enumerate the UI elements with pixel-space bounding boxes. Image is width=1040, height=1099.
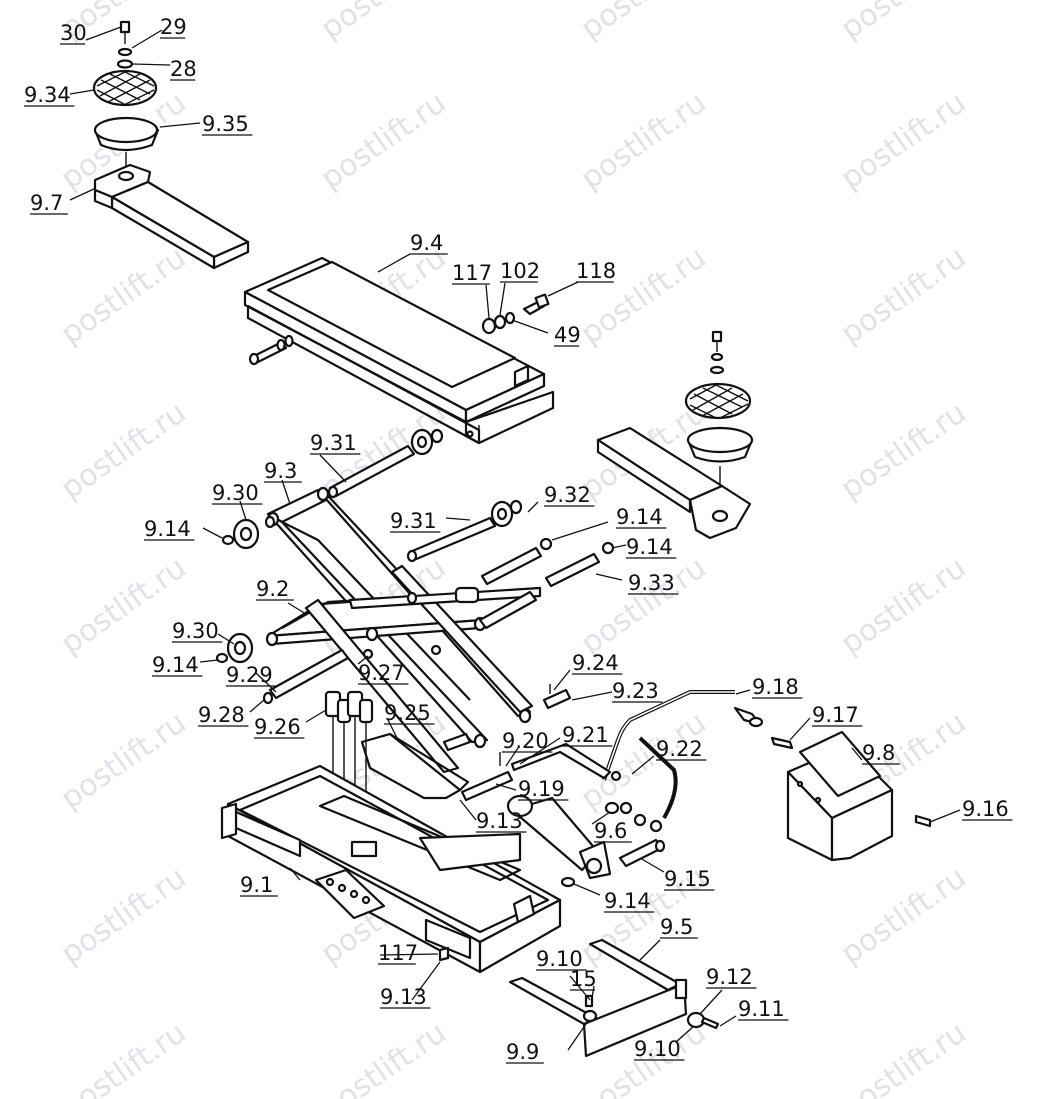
part-label: 30: [60, 21, 87, 45]
part-label: 9.14: [604, 889, 651, 913]
watermark-text: postlift.ru: [55, 860, 193, 971]
watermark-text: postlift.ru: [315, 85, 453, 196]
part-label: 9.16: [962, 797, 1009, 821]
part-label: 15: [570, 967, 597, 991]
part-label: 9.5: [660, 915, 693, 939]
watermark-text: postlift.ru: [575, 550, 713, 661]
part-label: 9.10: [634, 1037, 681, 1061]
part-label: 9.2: [256, 577, 289, 601]
base-frame: [220, 764, 562, 974]
leader-lines: [69, 26, 961, 1051]
part-label: 9.17: [812, 703, 859, 727]
part-label: 9.7: [30, 191, 63, 215]
watermark-text: postlift.ru: [575, 0, 713, 47]
part-label: 9.22: [656, 737, 703, 761]
part-label: 9.12: [706, 965, 753, 989]
watermark-text: postlift.ru: [55, 395, 193, 506]
watermark-text: postlift.ru: [55, 240, 193, 351]
watermark-text: postlift.ru: [835, 0, 973, 47]
part-label: 9.9: [506, 1040, 539, 1064]
part-label: 9.11: [738, 997, 785, 1021]
part-label: 9.24: [572, 651, 619, 675]
slide-frame: [508, 938, 720, 1058]
part-label: 9.26: [254, 715, 301, 739]
lever-assembly: [324, 690, 622, 900]
part-label: 9.15: [664, 867, 711, 891]
watermark-text: postlift.ru: [575, 85, 713, 196]
part-label: 9.33: [628, 571, 675, 595]
part-label: 9.27: [358, 661, 405, 685]
part-label: 9.30: [212, 481, 259, 505]
part-label: 9.35: [202, 112, 249, 136]
part-label: 9.28: [198, 703, 245, 727]
part-label: 9.4: [410, 231, 443, 255]
watermark-text: postlift.ru: [835, 85, 973, 196]
part-label: 29: [160, 15, 187, 39]
part-label: 9.13: [476, 809, 523, 833]
watermark-text: postlift.ru: [835, 395, 973, 506]
part-label: 9.21: [562, 723, 609, 747]
part-label: 49: [554, 323, 581, 347]
part-label: 9.14: [616, 505, 663, 529]
top-platform: [243, 256, 555, 445]
watermark-text: postlift.ru: [835, 860, 973, 971]
watermark-text: postlift.ru: [315, 0, 453, 47]
part-label: 9.18: [752, 675, 799, 699]
watermark-text: postlift.ru: [835, 240, 973, 351]
part-label: 9.3: [264, 459, 297, 483]
part-label: 9.31: [390, 509, 437, 533]
part-label: 9.19: [518, 777, 565, 801]
part-label: 9.14: [152, 653, 199, 677]
part-label: 9.14: [626, 535, 673, 559]
part-label: 9.34: [24, 83, 71, 107]
part-label: 102: [500, 259, 540, 283]
part-label: 9.6: [594, 819, 627, 843]
part-label: 117: [452, 261, 492, 285]
hydraulic-system: [602, 690, 932, 862]
watermark-text: postlift.ru: [835, 1015, 973, 1099]
saddle-arm-right: [596, 330, 754, 540]
part-label: 9.29: [226, 663, 273, 687]
part-label: 9.32: [544, 483, 591, 507]
part-label: 117: [378, 941, 418, 965]
scissor-frames: [215, 428, 615, 774]
watermark-text: postlift.ru: [315, 1015, 453, 1099]
part-label: 9.31: [310, 431, 357, 455]
watermark-text: postlift.ru: [55, 550, 193, 661]
saddle-arm-left: [92, 20, 250, 270]
hydraulic-cylinder: [506, 794, 666, 888]
part-label: 9.13: [380, 985, 427, 1009]
watermark-text: postlift.ru: [575, 240, 713, 351]
watermark-text: postlift.ru: [55, 705, 193, 816]
part-label: 9.23: [612, 679, 659, 703]
watermark-text: postlift.ru: [55, 1015, 193, 1099]
part-label: 9.10: [536, 947, 583, 971]
part-label: 28: [170, 57, 197, 81]
part-label: 9.1: [240, 873, 273, 897]
part-label: 9.20: [502, 729, 549, 753]
watermark-text: postlift.ru: [835, 550, 973, 661]
part-label: 9.30: [172, 619, 219, 643]
part-label: 9.14: [144, 517, 191, 541]
part-label: 9.8: [862, 741, 895, 765]
part-label: 9.25: [384, 701, 431, 725]
part-label: 118: [576, 259, 616, 283]
